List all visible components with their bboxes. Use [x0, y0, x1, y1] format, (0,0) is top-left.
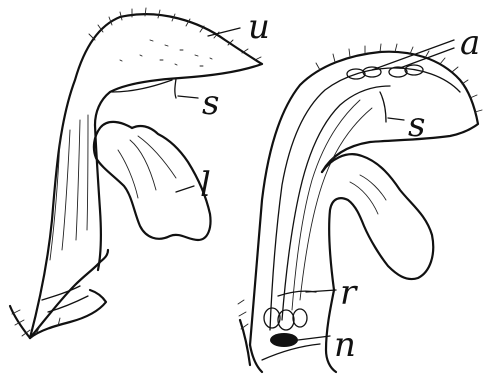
right-flower-drawing: [238, 44, 482, 372]
label-stamen-left: s: [202, 83, 219, 123]
label-ring: r: [340, 273, 358, 313]
left-flower-drawing: [10, 8, 262, 338]
label-lower-lip: l: [200, 165, 211, 205]
label-stamen-right: s: [408, 105, 425, 145]
label-upper-lip: u: [248, 7, 270, 47]
label-anthers: a: [460, 23, 480, 63]
label-nectary: n: [334, 325, 356, 365]
